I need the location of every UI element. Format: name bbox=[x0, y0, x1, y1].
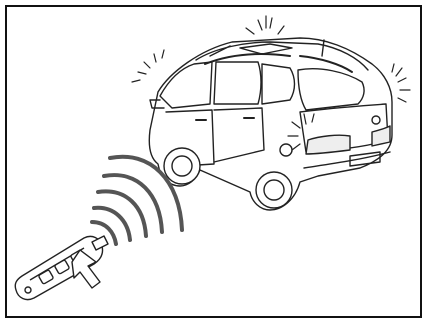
car-icon bbox=[149, 38, 392, 210]
key-fob-icon bbox=[15, 236, 108, 300]
